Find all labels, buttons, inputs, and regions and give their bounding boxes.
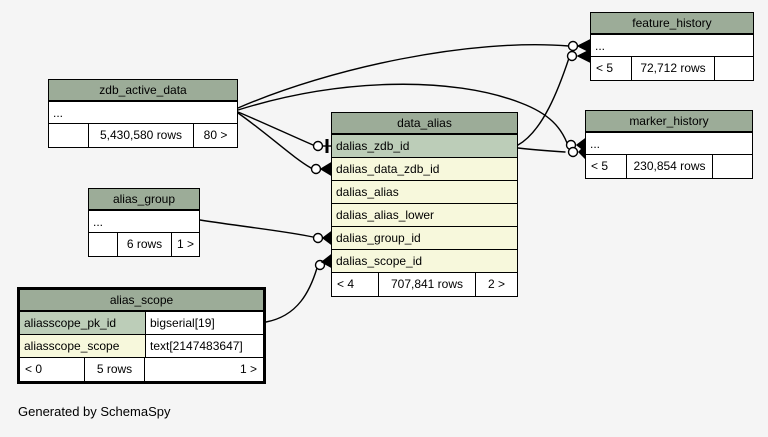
ellipsis-row: ... (89, 211, 199, 233)
row-count: 6 rows (117, 233, 171, 256)
column-row-dalias-scope-id[interactable]: dalias_scope_id (332, 250, 517, 273)
ellipsis-row: ... (591, 35, 753, 57)
related-out-count: 80 > (193, 124, 237, 147)
column-row-dalias-data-zdb-id[interactable]: dalias_data_zdb_id (332, 158, 517, 181)
table-stats: < 5 72,712 rows (591, 57, 753, 80)
related-out-count (712, 155, 752, 178)
related-in-count: < 5 (591, 159, 609, 173)
table-stats: 5,430,580 rows 80 > (49, 124, 237, 147)
related-in-count (89, 233, 117, 256)
edge-zdb-to-dalias-data-zdb-id (237, 112, 312, 169)
related-out-count: 2 > (475, 273, 517, 296)
table-title-alias-group[interactable]: alias_group (89, 189, 199, 211)
table-stats: < 4 707,841 rows 2 > (332, 273, 517, 296)
edge-zdb-to-dalias-zdb-id (237, 111, 314, 146)
column-row-dalias-zdb-id[interactable]: dalias_zdb_id (332, 135, 517, 158)
column-type: bigserial[19] (146, 312, 263, 334)
table-title-alias-scope[interactable]: alias_scope (20, 290, 263, 312)
table-alias-group: alias_group ... 6 rows 1 > (88, 188, 200, 257)
edge-zdb-to-feature (237, 44, 570, 109)
related-out-count: 1 > (171, 233, 199, 256)
row-count: 707,841 rows (378, 273, 475, 296)
column-row-dalias-group-id[interactable]: dalias_group_id (332, 227, 517, 250)
edge-zdb-to-marker (237, 83, 568, 144)
row-count: 5 rows (84, 358, 144, 381)
ellipsis-row: ... (586, 133, 752, 155)
edge-dalias-to-marker (517, 147, 566, 153)
edge-aliasscope-to-dalias-scope-id (265, 267, 318, 323)
column-type: text[2147483647] (146, 335, 263, 357)
related-in-count: < 5 (596, 61, 614, 75)
row-count: 5,430,580 rows (88, 124, 193, 147)
related-out-count: 1 > (144, 358, 263, 381)
table-feature-history: feature_history ... < 5 72,712 rows (590, 12, 754, 81)
related-in-count: < 0 (25, 362, 43, 376)
column-name: aliasscope_pk_id (20, 312, 146, 334)
table-alias-scope: alias_scope aliasscope_pk_id bigserial[1… (17, 287, 266, 384)
column-row-aliasscope-scope[interactable]: aliasscope_scope text[2147483647] (20, 335, 263, 358)
column-row-dalias-alias[interactable]: dalias_alias (332, 181, 517, 204)
row-count: 230,854 rows (626, 155, 712, 178)
table-title-marker-history[interactable]: marker_history (586, 111, 752, 133)
generator-note: Generated by SchemaSpy (18, 404, 171, 419)
row-count: 72,712 rows (631, 57, 714, 80)
related-in-count (49, 124, 88, 147)
table-title-feature-history[interactable]: feature_history (591, 13, 753, 35)
edge-dalias-to-feature (517, 57, 570, 146)
edge-end-markers (310, 38, 591, 271)
edge-aliasgroup-to-dalias-group-id (199, 219, 314, 238)
column-row-aliasscope-pk-id[interactable]: aliasscope_pk_id bigserial[19] (20, 312, 263, 335)
ellipsis-row: ... (49, 102, 237, 124)
table-marker-history: marker_history ... < 5 230,854 rows (585, 110, 753, 179)
table-zdb-active-data: zdb_active_data ... 5,430,580 rows 80 > (48, 79, 238, 148)
column-name: aliasscope_scope (20, 335, 146, 357)
table-title-data-alias[interactable]: data_alias (332, 113, 517, 135)
table-data-alias: data_alias dalias_zdb_id dalias_data_zdb… (331, 112, 518, 297)
table-title-zdb-active-data[interactable]: zdb_active_data (49, 80, 237, 102)
related-in-count: < 4 (337, 277, 355, 291)
table-stats: < 0 5 rows 1 > (20, 358, 263, 381)
related-out-count (714, 57, 753, 80)
table-stats: < 5 230,854 rows (586, 155, 752, 178)
column-row-dalias-alias-lower[interactable]: dalias_alias_lower (332, 204, 517, 227)
table-stats: 6 rows 1 > (89, 233, 199, 256)
